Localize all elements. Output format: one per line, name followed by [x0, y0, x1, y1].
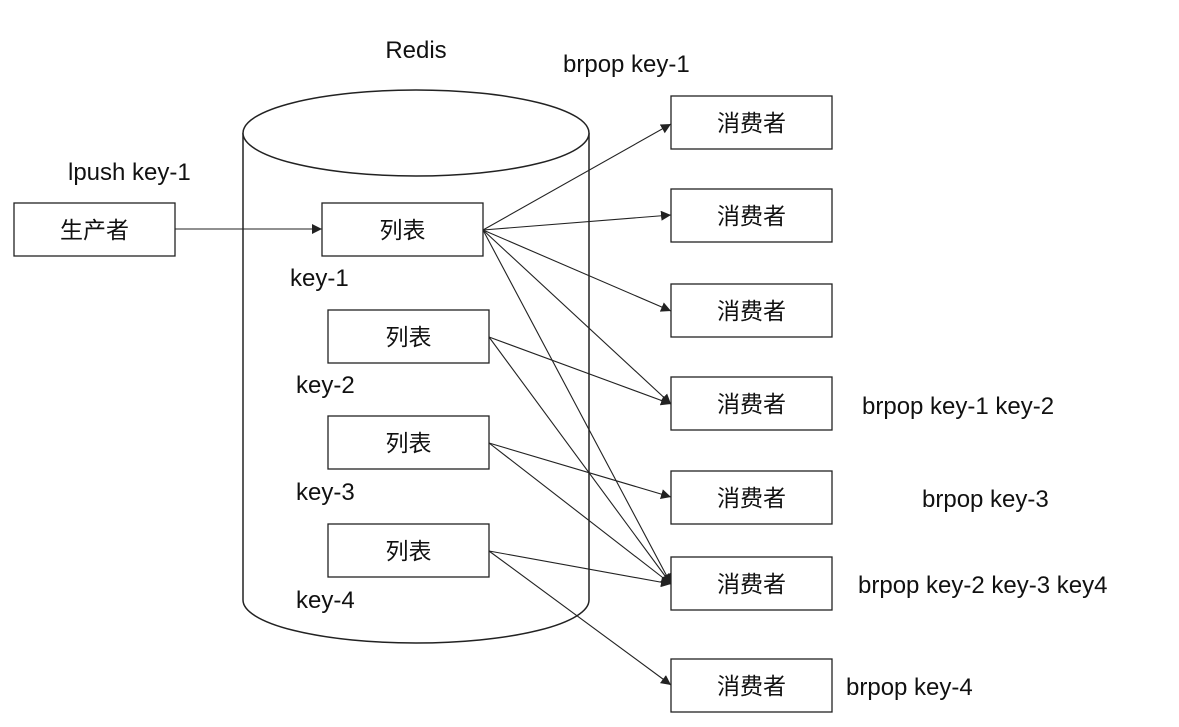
- consumer-node-4: 消费者 brpop key-1 key-2: [670, 376, 1054, 431]
- arrow-list3-to-c6: [488, 442, 672, 585]
- producer-command: lpush key-1: [68, 159, 191, 186]
- consumer-node-3: 消费者: [670, 283, 833, 338]
- list-key-label: key-2: [296, 372, 355, 399]
- list-node-3: 列表 key-3: [296, 415, 490, 506]
- producer-node: lpush key-1 生产者: [13, 159, 191, 257]
- consumer-box: [670, 470, 833, 525]
- arrow-list1-to-c3: [482, 229, 672, 312]
- consumer-node-7: 消费者 brpop key-4: [670, 658, 973, 713]
- redis-cylinder: [242, 89, 590, 644]
- arrow-list1-to-c4: [482, 229, 672, 405]
- list-label: 列表: [386, 431, 432, 457]
- consumer-box: [670, 376, 833, 431]
- consumer-label: 消费者: [717, 572, 786, 598]
- list-key-label: key-4: [296, 587, 355, 614]
- arrow-list4-to-c7: [488, 550, 672, 686]
- producer-box: [13, 202, 176, 257]
- consumer-command: brpop key-4: [846, 674, 973, 701]
- consumer-node-5: 消费者 brpop key-3: [670, 470, 1049, 525]
- list-box: [327, 523, 490, 578]
- list-node-2: 列表 key-2: [296, 309, 490, 399]
- list-box: [327, 309, 490, 364]
- arrow-list1-to-c1: [482, 123, 672, 231]
- consumer-node-6: 消费者 brpop key-2 key-3 key4: [670, 556, 1107, 611]
- redis-label: Redis: [385, 37, 446, 64]
- consumer-command: brpop key-2 key-3 key4: [858, 572, 1107, 599]
- consumer-box: [670, 283, 833, 338]
- consumer-label: 消费者: [717, 111, 786, 137]
- edges: [175, 123, 672, 686]
- arrow-list2-to-c4: [488, 336, 672, 406]
- consumer-command: brpop key-1 key-2: [862, 393, 1054, 420]
- consumer-box: [670, 95, 833, 150]
- list-node-1: 列表 key-1: [290, 202, 484, 292]
- list-label: 列表: [380, 218, 426, 244]
- arrow-list1-to-c6: [482, 229, 672, 585]
- list-label: 列表: [386, 539, 432, 565]
- consumer-box: [670, 556, 833, 611]
- consumer-label: 消费者: [717, 486, 786, 512]
- consumer-label: 消费者: [717, 204, 786, 230]
- consumer-label: 消费者: [717, 392, 786, 418]
- consumer-box: [670, 658, 833, 713]
- list-box: [327, 415, 490, 470]
- consumer-label: 消费者: [717, 674, 786, 700]
- consumer-box: [670, 188, 833, 243]
- cylinder-top: [242, 89, 590, 177]
- list-box: [321, 202, 484, 257]
- list-key-label: key-1: [290, 265, 349, 292]
- list-key-label: key-3: [296, 479, 355, 506]
- consumer-node-2: 消费者: [670, 188, 833, 243]
- arrow-list4-to-c6: [488, 550, 672, 588]
- arrow-list1-to-c2: [482, 210, 672, 231]
- list-node-4: 列表 key-4: [296, 523, 490, 614]
- consumer-node-1: 消费者 brpop key-1: [563, 51, 833, 150]
- cylinder-body: [242, 133, 590, 644]
- consumer-command: brpop key-3: [922, 486, 1049, 513]
- consumer-command: brpop key-1: [563, 51, 690, 78]
- list-label: 列表: [386, 325, 432, 351]
- arrow-list3-to-c5: [488, 442, 672, 499]
- producer-label: 生产者: [60, 218, 129, 244]
- arrow-list2-to-c6: [488, 336, 672, 585]
- consumer-label: 消费者: [717, 299, 786, 325]
